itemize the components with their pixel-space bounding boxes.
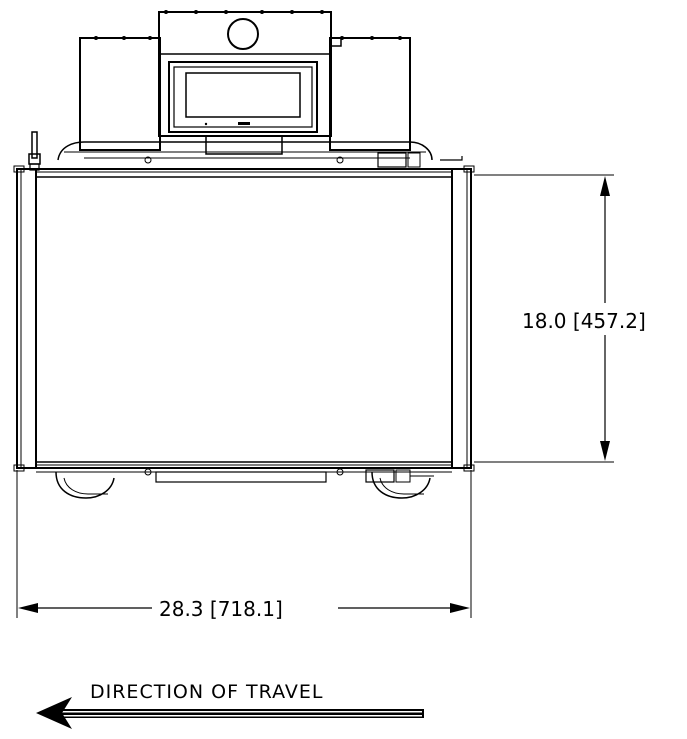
width-dimension: 28.3 [718.1] (16, 470, 472, 621)
left-end-roller (16, 168, 37, 469)
height-dimension-label: 18.0 [457.2] (522, 309, 646, 333)
belt-surface (35, 176, 453, 463)
rear-guard (57, 141, 463, 168)
display-screen (185, 72, 301, 118)
height-dimension: 18.0 [457.2] (474, 174, 687, 463)
right-end-roller (451, 168, 472, 469)
indicator-light-icon (227, 18, 259, 50)
arrow-right-small-icon (450, 603, 470, 613)
conveyor-frame (13, 165, 475, 472)
direction-label: DIRECTION OF TRAVEL (90, 681, 323, 703)
arrow-left-small-icon (18, 603, 38, 613)
arrow-down-icon (600, 441, 610, 461)
arrow-left-icon (36, 697, 424, 729)
sensor-post (28, 131, 41, 171)
motor-housing (79, 10, 411, 155)
arrow-up-icon (600, 176, 610, 196)
direction-of-travel: DIRECTION OF TRAVEL (36, 681, 424, 729)
front-stand (36, 468, 452, 499)
width-dimension-label: 28.3 [718.1] (159, 597, 283, 621)
